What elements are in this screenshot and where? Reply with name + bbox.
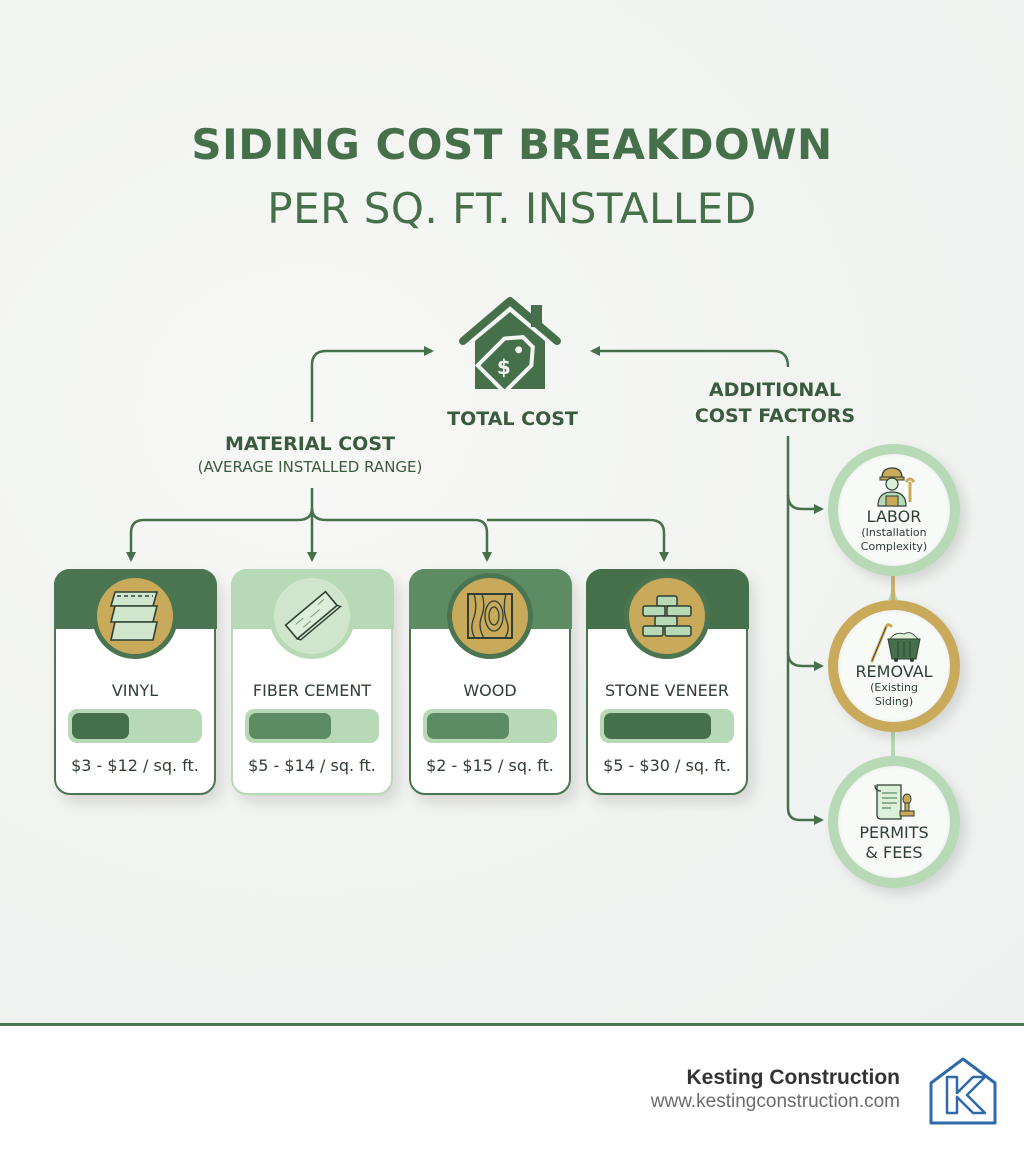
price-range-bar bbox=[423, 709, 557, 743]
brand-name: Kesting Construction bbox=[686, 1066, 901, 1089]
factor-labor: LABOR (Installation Complexity) bbox=[828, 444, 960, 576]
additional-cost-factors-label: ADDITIONAL COST FACTORS bbox=[694, 379, 856, 427]
material-cost-sublabel: (AVERAGE INSTALLED RANGE) bbox=[197, 458, 423, 476]
material-card-wood: WOOD $2 - $15 / sq. ft. bbox=[408, 568, 572, 795]
factor-permits-fees: PERMITS & FEES bbox=[828, 756, 960, 888]
material-name: WOOD bbox=[463, 681, 517, 700]
vinyl-siding-icon bbox=[92, 573, 178, 659]
price-range-bar bbox=[600, 709, 734, 743]
factor-subtitle: Siding) bbox=[874, 695, 914, 708]
factor-title: REMOVAL bbox=[855, 662, 933, 681]
page-subtitle: PER SQ. FT. INSTALLED bbox=[267, 184, 757, 233]
fiber-cement-plank-icon bbox=[269, 573, 355, 659]
house-price-tag-icon: $ bbox=[455, 295, 565, 405]
material-name: FIBER CEMENT bbox=[252, 681, 372, 700]
footer-divider bbox=[0, 1023, 1024, 1026]
permit-scroll-stamp-icon bbox=[874, 784, 915, 820]
material-name: STONE VENEER bbox=[604, 681, 730, 700]
material-card-fiber-cement: FIBER CEMENT $5 - $14 / sq. ft. bbox=[230, 568, 394, 795]
material-card-stone-veneer: STONE VENEER $5 - $30 / sq. ft. bbox=[585, 568, 749, 795]
factor-subtitle: (Installation bbox=[861, 526, 927, 539]
factor-title: PERMITS bbox=[859, 823, 929, 842]
total-cost-label: TOTAL COST bbox=[447, 408, 578, 430]
wood-grain-icon bbox=[447, 573, 533, 659]
material-price: $3 - $12 / sq. ft. bbox=[71, 756, 199, 775]
factor-subtitle: (Existing bbox=[870, 681, 918, 694]
factor-removal: REMOVAL (Existing Siding) bbox=[828, 600, 960, 732]
material-price: $5 - $14 / sq. ft. bbox=[248, 756, 376, 775]
crowbar-dumpster-icon bbox=[870, 623, 921, 663]
material-card-vinyl: VINYL $3 - $12 / sq. ft. bbox=[53, 568, 217, 795]
svg-text:$: $ bbox=[497, 355, 511, 379]
worker-wrench-icon bbox=[877, 467, 916, 507]
price-range-bar bbox=[245, 709, 379, 743]
factor-title: & FEES bbox=[865, 843, 923, 862]
stone-bricks-icon bbox=[624, 573, 710, 659]
page-title: SIDING COST BREAKDOWN bbox=[191, 120, 833, 169]
k-house-logo-icon bbox=[927, 1055, 999, 1127]
factor-title: LABOR bbox=[866, 507, 922, 526]
material-price: $5 - $30 / sq. ft. bbox=[603, 756, 731, 775]
material-cost-label: MATERIAL COST bbox=[225, 433, 395, 455]
brand-url-link[interactable]: www.kestingconstruction.com bbox=[650, 1091, 900, 1112]
material-name: VINYL bbox=[111, 681, 159, 700]
factor-subtitle: Complexity) bbox=[860, 540, 928, 553]
material-price: $2 - $15 / sq. ft. bbox=[426, 756, 554, 775]
price-range-bar bbox=[68, 709, 202, 743]
